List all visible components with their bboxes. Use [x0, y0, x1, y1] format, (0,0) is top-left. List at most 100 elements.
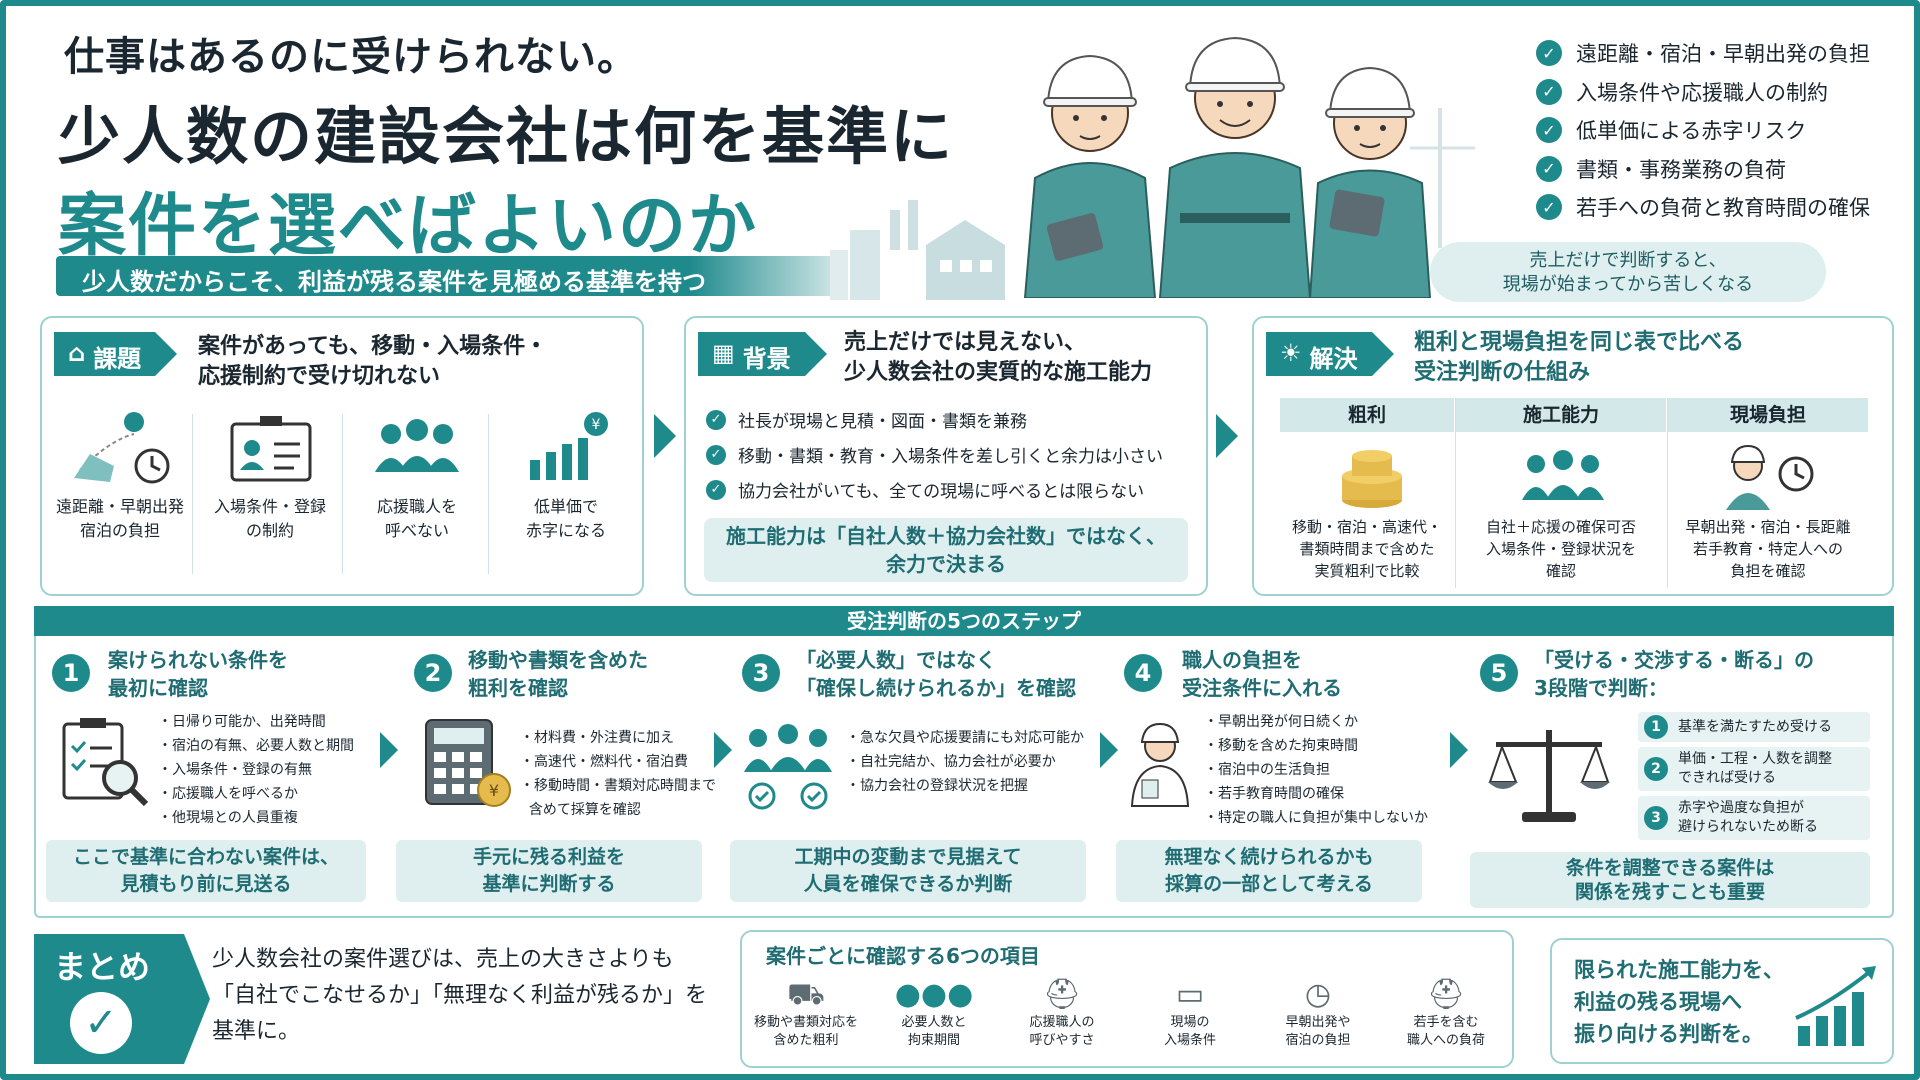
header-line2: 少人数の建設会社は何を基準に — [58, 100, 955, 173]
growth-chart-icon — [1795, 966, 1876, 1046]
checklist-item: ✓遠距離・宿泊・早朝出発の負担 — [1536, 34, 1870, 73]
column-header: 粗利 — [1280, 398, 1454, 432]
solution-tag: ☀解決 — [1266, 332, 1393, 376]
divider — [342, 414, 343, 574]
step-list: ・早朝出発が何日続くか ・移動を含めた拘束時間 ・宿泊中の生活負担 ・若手教育時… — [1204, 714, 1428, 826]
check-icon: ✓ — [1536, 194, 1562, 221]
final-message: 限られた施工能力を、利益の残る現場へ振り向ける判断を。 — [1574, 958, 1784, 1046]
check-icon: ✓ — [706, 479, 726, 500]
checklist-item: ✓書類・事務業務の負荷 — [1536, 150, 1870, 189]
check-icon: ✓ — [1536, 78, 1562, 105]
step-number: 5 — [1480, 654, 1518, 692]
divider — [1667, 398, 1668, 588]
step-conclusion: 条件を調整できる案件は関係を残すことも重要 — [1470, 852, 1870, 908]
arrow-right-icon — [1100, 732, 1118, 768]
column-text: 早朝出発・宿泊・長距離若手教育・特定人への負担を確認 — [1685, 518, 1851, 580]
scale-icon — [1488, 730, 1610, 822]
checklist-item: ✓若手への負荷と教育時間の確保 — [1536, 188, 1870, 227]
lightbulb-icon: ☀ — [1280, 339, 1302, 367]
check-icon: ✓ — [706, 409, 726, 430]
clipboard-search-icon — [62, 718, 149, 807]
issue-title: 案件があっても、移動・入場条件・応援制約で受け切れない — [198, 334, 548, 389]
step-title: 「必要人数」ではなく「確保し続けられるか」を確認 — [796, 648, 1076, 700]
divider — [192, 414, 193, 574]
column-header: 施工能力 — [1456, 398, 1666, 432]
construction-workers-illustration — [1023, 36, 1475, 298]
arrow-right-icon — [714, 732, 732, 768]
calculator-icon: ¥ — [425, 719, 511, 807]
header-line3: 案件を選べばよいのか — [58, 187, 759, 266]
step-title: 移動や書類を含めた粗利を確認 — [468, 648, 648, 700]
background-highlight: 施工能力は「自社人数＋協力会社数」ではなく、余力で決まる — [704, 518, 1188, 582]
header-line1: 仕事はあるのに受けられない。 — [64, 34, 638, 80]
issue-panel: ⌂課題 案件があっても、移動・入場条件・応援制約で受け切れない 遠距離・早朝出発… — [40, 316, 644, 596]
bullet-item: ✓移動・書類・教育・入場条件を差し引くと余力は小さい — [706, 437, 1163, 472]
issue-tag: ⌂課題 — [54, 332, 178, 376]
team-check-icon — [744, 724, 832, 810]
issue-item: 遠距離・早朝出発宿泊の負担 — [50, 410, 190, 543]
solution-title: 粗利と現場負担を同じ表で比べる受注判断の仕組み — [1414, 330, 1745, 385]
arrow-right-icon — [1216, 414, 1238, 458]
step-number: 4 — [1124, 654, 1162, 692]
step-number: 3 — [742, 654, 780, 692]
check-icon: ✓ — [1536, 40, 1562, 67]
background-bullets: ✓社長が現場と見積・図面・書類を兼務 ✓移動・書類・教育・入場条件を差し引くと余… — [706, 402, 1163, 507]
team-icon — [1522, 450, 1604, 500]
check-icon: ✓ — [1536, 117, 1562, 144]
grid-icon: ▦ — [712, 339, 735, 367]
id-card-icon — [230, 416, 312, 482]
divider — [1455, 398, 1456, 588]
svg-text:¥: ¥ — [592, 417, 601, 433]
background-panel: ▦背景 売上だけでは見えない、少人数会社の実質的な施工能力 ✓社長が現場と見積・… — [684, 316, 1208, 596]
divider — [488, 414, 489, 574]
steps-title: 受注判断の5つのステップ — [34, 606, 1894, 636]
bullet-item: ✓協力会社がいても、全ての現場に呼べるとは限らない — [706, 472, 1163, 507]
summary-tag: まとめ ✓ — [34, 934, 210, 1064]
column-text: 自社＋応援の確保可否入場条件・登録状況を確認 — [1485, 518, 1636, 580]
step-list: ・急な欠員や応援要請にも対応可能か ・自社完結か、協力会社が必要か ・協力会社の… — [846, 730, 1084, 794]
arrow-right-icon — [380, 732, 398, 768]
helmet-icon: ⛑ — [1426, 977, 1466, 1012]
clock-truck-icon: ◷ — [1304, 977, 1332, 1012]
check-circle-icon: ✓ — [70, 992, 132, 1054]
arrow-right-icon — [654, 414, 676, 458]
step-list: ・日帰り可能か、出発時間 ・宿泊の有無、必要人数と期間 ・入場条件・登録の有無 … — [158, 714, 354, 826]
step-title: 案けられない条件を最初に確認 — [108, 648, 288, 700]
six-item: ▭ 現場の入場条件 — [1126, 976, 1254, 1050]
background-tag: ▦背景 — [698, 332, 827, 376]
map-clock-icon — [74, 412, 170, 484]
six-item: ⛑ 若手を含む職人への負荷 — [1382, 976, 1510, 1050]
six-item: ⛟ 移動や書類対応を含めた粗利 — [742, 976, 870, 1050]
final-message-panel: 限られた施工能力を、利益の残る現場へ振り向ける判断を。 — [1550, 938, 1894, 1064]
issue-item: ¥ 低単価で赤字になる — [496, 410, 636, 543]
check-icon: ✓ — [1536, 155, 1562, 182]
step-title: 職人の負担を受注条件に入れる — [1182, 648, 1342, 700]
building-illustration — [830, 200, 1005, 300]
building-icon: ⌂ — [68, 339, 86, 367]
column-text: 移動・宿泊・高速代・書類時間まで含めた実質粗利で比較 — [1291, 518, 1442, 580]
step-conclusion: 手元に残る利益を基準に判断する — [396, 840, 702, 902]
checklist-item: ✓入場条件や応援職人の制約 — [1536, 73, 1870, 112]
step-conclusion: 工期中の変動まで見据えて人員を確保できるか判断 — [730, 840, 1086, 902]
six-item: ⛑ 応援職人の呼びやすさ — [998, 976, 1126, 1050]
solution-panel: ☀解決 粗利と現場負担を同じ表で比べる受注判断の仕組み 粗利 施工能力 現場負担… — [1252, 316, 1894, 596]
worker-clock-icon — [1726, 444, 1814, 510]
check-icon: ✓ — [706, 444, 726, 465]
step-conclusion: ここで基準に合わない案件は、見積もり前に見送る — [46, 840, 366, 902]
yen-chart-icon: ¥ — [530, 412, 608, 480]
worker-icon — [1130, 722, 1190, 807]
id-card-icon: ▭ — [1175, 977, 1205, 1012]
truck-icon: ⛟ — [787, 977, 825, 1012]
concern-checklist: ✓遠距離・宿泊・早朝出発の負担 ✓入場条件や応援職人の制約 ✓低単価による赤字リ… — [1536, 34, 1870, 227]
header-subtitle: 少人数だからこそ、利益が残る案件を見極める基準を持つ — [56, 256, 848, 296]
people-group-icon — [375, 419, 459, 472]
warning-bubble: 売上だけで判断すると、 現場が始まってから苦しくなる — [1430, 242, 1826, 302]
bullet-item: ✓社長が現場と見積・図面・書類を兼務 — [706, 402, 1163, 437]
helmet-worker-icon: ⛑ — [1042, 977, 1082, 1012]
coins-icon — [1342, 450, 1402, 508]
